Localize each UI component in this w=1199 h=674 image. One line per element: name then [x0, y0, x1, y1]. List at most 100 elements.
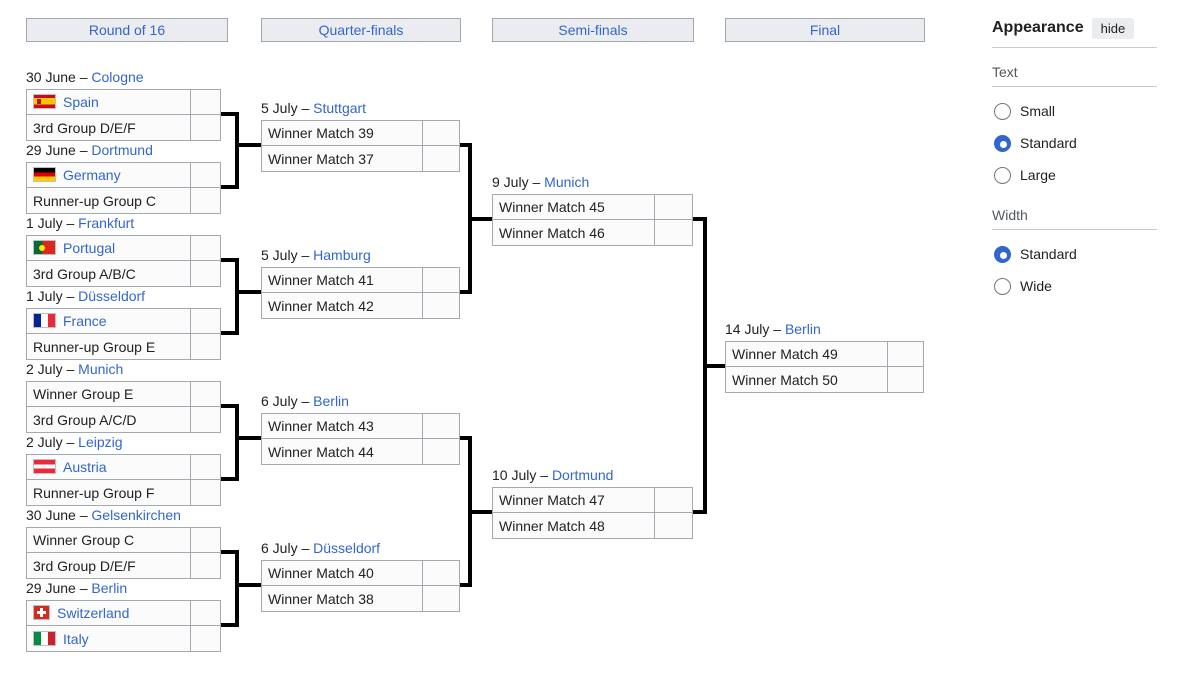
match-city-link[interactable]: Leipzig	[78, 434, 123, 450]
slot-team-cell: Winner Match 45	[493, 199, 654, 215]
match-date-text: 10 July	[492, 467, 537, 483]
date-separator: –	[536, 467, 552, 483]
team-link[interactable]: Italy	[63, 630, 89, 647]
team-link[interactable]: Germany	[63, 167, 121, 183]
date-separator: –	[62, 434, 79, 450]
round-header[interactable]: Round of 16	[26, 18, 228, 42]
radio-unselected-icon[interactable]	[994, 277, 1011, 295]
hide-button[interactable]: hide	[1091, 17, 1135, 39]
slot-label: Winner Group E	[33, 386, 134, 402]
match-city-link[interactable]: Dortmund	[91, 142, 153, 158]
bracket-slot: Winner Match 39	[262, 121, 459, 146]
date-separator: –	[528, 174, 545, 190]
team-link[interactable]: Austria	[63, 459, 107, 475]
score-cell	[654, 513, 692, 538]
match-date-text: 29 June	[26, 142, 76, 158]
score-cell	[422, 293, 459, 318]
radio-label[interactable]: Wide	[1020, 278, 1052, 294]
match-city-link[interactable]: Frankfurt	[78, 215, 135, 231]
match-city-link[interactable]: Dortmund	[551, 467, 614, 483]
score-cell	[190, 480, 220, 505]
score-cell	[190, 334, 220, 359]
match-date-text: 5 July	[261, 247, 298, 263]
radio-label[interactable]: Small	[1020, 103, 1056, 119]
match-city-link[interactable]: Düsseldorf	[78, 288, 146, 304]
radio-option-standard[interactable]: Standard	[992, 238, 1157, 270]
slot-label: Winner Match 37	[268, 150, 374, 167]
score-cell	[190, 236, 220, 260]
radio-option-large[interactable]: Large	[992, 159, 1157, 191]
team-link[interactable]: Switzerland	[57, 605, 130, 621]
match-city-link[interactable]: Munich	[544, 174, 590, 190]
match-date: 14 July – Berlin	[725, 320, 924, 339]
score-cell	[887, 342, 923, 366]
slot-team-cell: Runner-up Group F	[27, 485, 190, 501]
bracket-slot: Winner Match 43	[262, 414, 459, 439]
bracket-slot: Winner Match 37	[262, 146, 459, 171]
match-city-link[interactable]: Munich	[78, 361, 124, 377]
team-link[interactable]: Portugal	[63, 240, 116, 256]
radio-option-standard[interactable]: Standard	[992, 127, 1157, 159]
match-city-link[interactable]: Cologne	[91, 69, 144, 85]
slot-label: 3rd Group A/B/C	[33, 265, 136, 282]
match-city-link[interactable]: Düsseldorf	[313, 540, 381, 556]
date-separator: –	[75, 69, 92, 85]
appearance-section-label: Text	[992, 48, 1157, 87]
radio-label[interactable]: Standard	[1020, 246, 1077, 262]
slot-team-cell: Winner Match 37	[262, 151, 422, 167]
radio-selected-icon[interactable]	[994, 134, 1011, 152]
slot-label: Runner-up Group E	[33, 338, 156, 355]
slot-team-cell: Winner Match 47	[493, 492, 654, 508]
date-separator: –	[75, 507, 92, 523]
date-separator: –	[62, 215, 79, 231]
match-city-link[interactable]: Gelsenkirchen	[91, 507, 181, 523]
score-cell	[190, 553, 220, 578]
bracket-slot: Winner Match 42	[262, 293, 459, 318]
match-city-link[interactable]: Berlin	[313, 393, 349, 409]
match-date-text: 9 July	[492, 174, 529, 190]
spain-flag-icon	[33, 94, 56, 109]
score-cell	[422, 561, 459, 585]
match-city-link[interactable]: Berlin	[784, 321, 821, 337]
portugal-flag-icon	[33, 240, 56, 255]
team-link[interactable]: Spain	[63, 94, 99, 110]
match-box: Portugal 3rd Group A/B/C	[26, 235, 221, 287]
slot-label: Runner-up Group C	[33, 192, 156, 209]
radio-unselected-icon[interactable]	[994, 166, 1011, 184]
match-city-link[interactable]: Berlin	[91, 580, 128, 596]
switzerland-flag-icon	[33, 605, 50, 620]
match-city-link[interactable]: Stuttgart	[313, 100, 367, 116]
match-date-text: 6 July	[261, 540, 298, 556]
round-header[interactable]: Final	[725, 18, 925, 42]
bracket-slot: Portugal	[27, 236, 220, 261]
match-date: 1 July – Frankfurt	[26, 214, 221, 233]
radio-label[interactable]: Large	[1020, 167, 1056, 183]
date-separator: –	[297, 247, 314, 263]
radio-option-small[interactable]: Small	[992, 95, 1157, 127]
radio-option-wide[interactable]: Wide	[992, 270, 1157, 302]
score-cell	[190, 382, 220, 406]
match-city-link[interactable]: Hamburg	[313, 247, 371, 263]
round-header[interactable]: Quarter-finals	[261, 18, 461, 42]
match-date: 2 July – Leipzig	[26, 433, 221, 452]
slot-label: Winner Match 50	[732, 371, 838, 388]
slot-team-cell: Winner Match 48	[493, 518, 654, 534]
slot-team-cell: Runner-up Group C	[27, 193, 190, 209]
team-link[interactable]: France	[63, 313, 107, 329]
radio-label[interactable]: Standard	[1020, 135, 1077, 151]
appearance-title: Appearance	[992, 19, 1084, 36]
match-date: 5 July – Hamburg	[261, 246, 460, 265]
round-header[interactable]: Semi-finals	[492, 18, 694, 42]
score-cell	[654, 488, 692, 512]
radio-unselected-icon[interactable]	[994, 102, 1011, 120]
radio-selected-icon[interactable]	[994, 245, 1011, 263]
